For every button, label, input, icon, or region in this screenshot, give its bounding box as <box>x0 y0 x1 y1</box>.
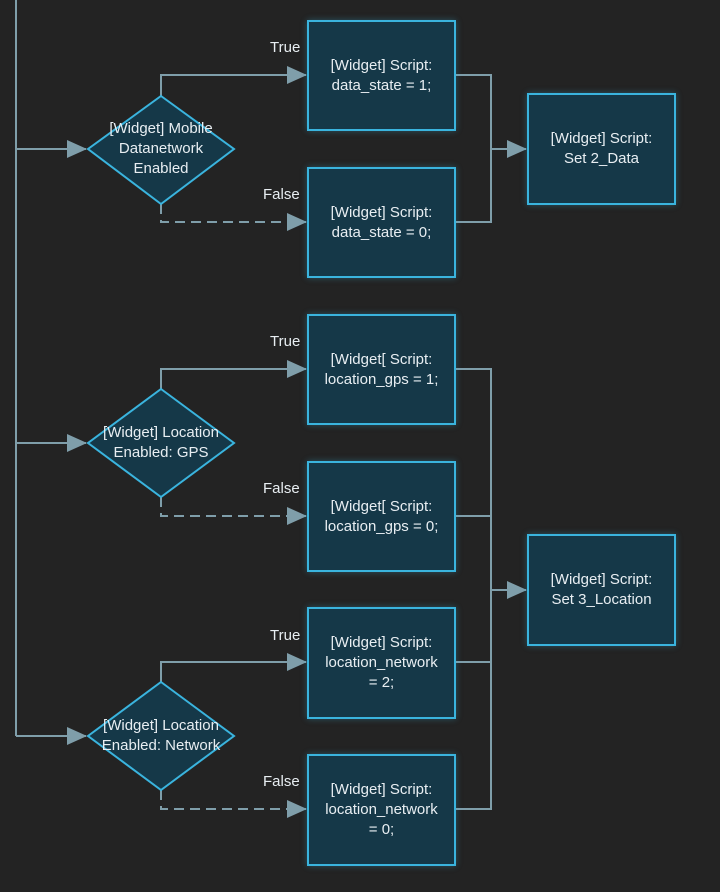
connector-merge-2 <box>456 368 526 810</box>
script-node-data-state-1[interactable]: [Widget] Script: data_state = 1; <box>307 20 456 131</box>
connector-true-1 <box>160 66 307 96</box>
edge-label-false: False <box>263 773 300 790</box>
script-node-set-3-location[interactable]: [Widget] Script: Set 3_Location <box>527 534 676 646</box>
script-node-location-network-2[interactable]: [Widget] Script: location_network = 2; <box>307 607 456 719</box>
script-node-location-gps-1[interactable]: [Widget[ Script: location_gps = 1; <box>307 314 456 425</box>
decision-diamond-mobile-data[interactable] <box>86 94 236 206</box>
connector-false-1 <box>160 204 307 231</box>
decision-diamond-location-network[interactable] <box>86 680 236 792</box>
connector-merge-1 <box>456 74 526 223</box>
edge-label-true: True <box>270 627 301 644</box>
connector-true-2 <box>160 360 307 389</box>
decision-label-location-network: [Widget] Location Enabled: Network <box>101 717 221 754</box>
script-node-location-gps-0[interactable]: [Widget[ Script: location_gps = 0; <box>307 461 456 572</box>
decision-label-mobile-data: [Widget] Mobile Datanetwork Enabled <box>109 120 213 177</box>
edge-label-false: False <box>263 186 300 203</box>
edge-label-true: True <box>270 333 301 350</box>
connector-false-2 <box>160 497 307 525</box>
connector-false-3 <box>160 790 307 818</box>
decision-label-location-gps: [Widget] Location Enabled: GPS <box>103 424 219 461</box>
edge-label-true: True <box>270 39 301 56</box>
script-node-set-2-data[interactable]: [Widget] Script: Set 2_Data <box>527 93 676 205</box>
connector-true-3 <box>160 653 307 682</box>
decision-diamond-location-gps[interactable] <box>86 387 236 499</box>
edge-label-false: False <box>263 480 300 497</box>
script-node-data-state-0[interactable]: [Widget] Script: data_state = 0; <box>307 167 456 278</box>
script-node-location-network-0[interactable]: [Widget] Script: location_network = 0; <box>307 754 456 866</box>
